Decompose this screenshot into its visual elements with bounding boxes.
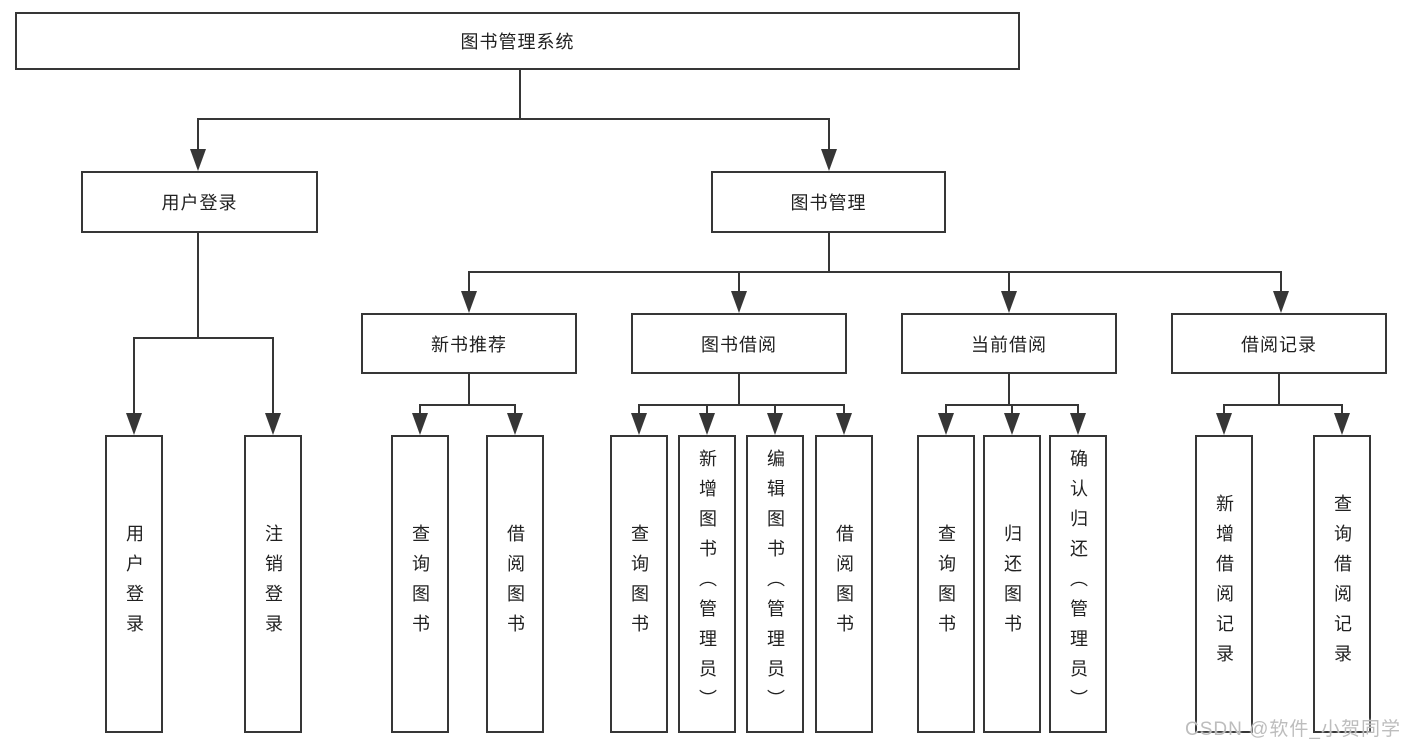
connector-drop [1011,404,1013,417]
node-borrow-records: 借阅记录 [1171,313,1387,374]
leaf-nbr-query-books: 查询图书 [391,435,449,733]
connector-trunk [468,374,470,406]
arrow-down-icon [190,149,206,171]
connector-user-login-branch [133,337,274,339]
connector-drop [1077,404,1079,417]
connector-drop [1223,404,1225,417]
arrow-down-icon [1070,413,1086,435]
arrow-down-icon [1004,413,1020,435]
connector-root-trunk [519,70,521,120]
connector-user-login-trunk [197,233,199,339]
node-current-borrow: 当前借阅 [901,313,1117,374]
leaf-cb-return-books: 归还图书 [983,435,1041,733]
connector-drop [419,404,421,417]
arrow-down-icon [126,413,142,435]
connector-drop [133,337,135,417]
connector-book-mgmt-trunk [828,233,830,273]
leaf-cb-query-books: 查询图书 [917,435,975,733]
leaf-br-query-record: 查询借阅记录 [1313,435,1371,733]
connector-book-mgmt-branch [468,271,1282,273]
arrow-down-icon [731,291,747,313]
connector-trunk [738,374,740,406]
connector-drop [706,404,708,417]
arrow-down-icon [938,413,954,435]
leaf-br-add-record: 新增借阅记录 [1195,435,1253,733]
arrow-down-icon [699,413,715,435]
connector-drop [272,337,274,417]
connector-drop [1341,404,1343,417]
node-book-borrow: 图书借阅 [631,313,847,374]
node-book-mgmt: 图书管理 [711,171,946,233]
connector-branch [419,404,516,406]
connector-drop [774,404,776,417]
leaf-bb-add-books-admin: 新增图书（管理员） [678,435,736,733]
node-new-book-rec: 新书推荐 [361,313,577,374]
leaf-bb-borrow-books: 借阅图书 [815,435,873,733]
leaf-user-login: 用户登录 [105,435,163,733]
leaf-logout: 注销登录 [244,435,302,733]
arrow-down-icon [631,413,647,435]
connector-trunk [1278,374,1280,406]
connector-drop [514,404,516,417]
arrow-down-icon [821,149,837,171]
leaf-nbr-borrow-books: 借阅图书 [486,435,544,733]
connector-drop [1008,271,1010,295]
leaf-bb-query-books: 查询图书 [610,435,668,733]
arrow-down-icon [1001,291,1017,313]
arrow-down-icon [507,413,523,435]
connector-trunk [1008,374,1010,406]
arrow-down-icon [461,291,477,313]
connector-drop [945,404,947,417]
arrow-down-icon [1334,413,1350,435]
connector-branch [1223,404,1343,406]
connector-branch [638,404,845,406]
connector-drop-book-mgmt [828,118,830,152]
arrow-down-icon [836,413,852,435]
connector-drop [843,404,845,417]
connector-drop [638,404,640,417]
connector-drop [1280,271,1282,295]
csdn-watermark: CSDN @软件_小贺同学 [1185,719,1401,740]
node-root: 图书管理系统 [15,12,1020,70]
arrow-down-icon [265,413,281,435]
node-user-login: 用户登录 [81,171,318,233]
arrow-down-icon [1273,291,1289,313]
connector-drop [468,271,470,295]
arrow-down-icon [767,413,783,435]
arrow-down-icon [1216,413,1232,435]
connector-drop-user-login [197,118,199,152]
leaf-bb-edit-books-admin: 编辑图书（管理员） [746,435,804,733]
arrow-down-icon [412,413,428,435]
connector-root-branch [197,118,830,120]
connector-drop [738,271,740,295]
leaf-cb-confirm-return-admin: 确认归还（管理员） [1049,435,1107,733]
